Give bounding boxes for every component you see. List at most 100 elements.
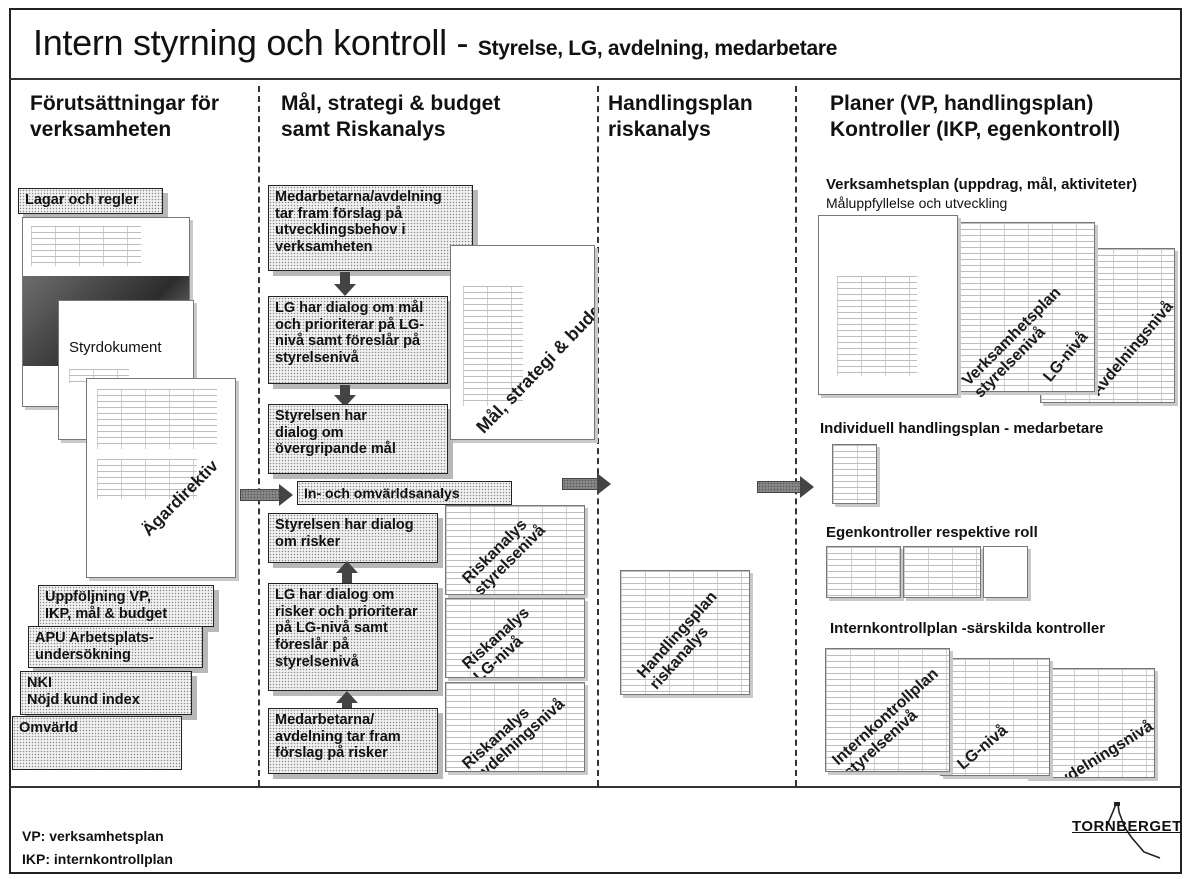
label-line: Internkontrollplan bbox=[829, 665, 942, 769]
egenkontroll-thumbnail-3 bbox=[983, 546, 1028, 598]
down-arrow-shaft bbox=[340, 272, 350, 286]
box-label: APU Arbetsplats- bbox=[35, 630, 154, 646]
agardirektiv-document: Ägardirektiv bbox=[86, 378, 236, 578]
heading-line: riskanalys bbox=[608, 118, 711, 142]
logo-text: TORNBERGET bbox=[1072, 818, 1182, 835]
lagar-och-regler-box: Lagar och regler bbox=[18, 188, 163, 214]
egenkontroller-heading: Egenkontroller respektive roll bbox=[826, 524, 1038, 541]
down-arrow-shaft bbox=[340, 385, 350, 397]
document-text-block bbox=[97, 389, 217, 449]
title-sub: Styrelse, LG, avdelning, medarbetare bbox=[477, 37, 838, 60]
up-arrow-shaft bbox=[342, 572, 352, 584]
box-label: In- och omvärldsanalys bbox=[304, 485, 460, 501]
box-line: LG har dialog om mål bbox=[275, 300, 424, 316]
document-text-block bbox=[31, 226, 141, 266]
slide-frame bbox=[9, 8, 1182, 874]
heading-line: Förutsättningar för bbox=[30, 92, 219, 115]
box-line: på LG-nivå samt bbox=[275, 620, 388, 637]
vp-heading: Verksamhetsplan (uppdrag, mål, aktivitet… bbox=[826, 176, 1137, 193]
box-label: IKP, mål & budget bbox=[45, 605, 168, 622]
ikp-avdelningsniva-label: Avdelningsnivå bbox=[1047, 717, 1155, 778]
box-line: nivå samt föreslår på bbox=[275, 333, 421, 350]
column-divider-3 bbox=[795, 86, 797, 786]
vp-lg-niva-label: LG-nivå bbox=[1040, 328, 1092, 386]
up-arrow-icon bbox=[336, 561, 358, 573]
riskanalys-lg-niva-document: Riskanalys LG-nivå bbox=[445, 598, 585, 678]
right-arrow-icon bbox=[279, 484, 293, 506]
title-divider bbox=[9, 78, 1182, 80]
document-text-block bbox=[837, 276, 917, 376]
box-label: Uppföljning VP, bbox=[45, 589, 152, 605]
vp-lg-niva-document: LG-nivå bbox=[955, 222, 1095, 392]
up-arrow-icon bbox=[336, 691, 358, 703]
mal-strategi-budget-document: Mål, strategi & budget bbox=[450, 245, 595, 440]
box-line: Styrelsen har dialog bbox=[275, 517, 414, 533]
ikp-lg-niva-label: LG-nivå bbox=[954, 721, 1011, 774]
in-och-omvarldsanalys-box: In- och omvärldsanalys bbox=[297, 481, 512, 505]
box-line: Medarbetarna/ bbox=[275, 712, 375, 728]
box-label: NKI bbox=[27, 675, 52, 691]
box-line: utvecklingsbehov i bbox=[275, 222, 406, 239]
vp-subheading: Måluppfyllelse och utveckling bbox=[826, 195, 1008, 211]
egenkontroll-thumbnail-2 bbox=[903, 546, 981, 598]
box-line: om risker bbox=[275, 533, 341, 550]
riskanalys-avdelningsniva-label: Riskanalys avdelningsnivå bbox=[459, 684, 568, 771]
styrdokument-title: Styrdokument bbox=[69, 339, 162, 356]
box-line: förslag på risker bbox=[275, 745, 388, 762]
apu-box: APU Arbetsplats- undersökning bbox=[28, 626, 203, 668]
column-divider-1 bbox=[258, 86, 260, 786]
omvarld-box: Omvärld bbox=[12, 716, 182, 770]
heading-line: Handlingsplan bbox=[608, 92, 753, 115]
column-heading-forutsattningar: Förutsättningar för verksamheten bbox=[30, 91, 219, 144]
document-text-block bbox=[463, 286, 523, 406]
box-line: LG har dialog om bbox=[275, 587, 395, 603]
styrelsen-dialog-mal-box: Styrelsen har dialog om övergripande mål bbox=[268, 404, 448, 474]
heading-line: samt Riskanalys bbox=[281, 118, 446, 142]
riskanalys-lg-niva-label: Riskanalys LG-nivå bbox=[459, 604, 545, 677]
box-line: föreslår på bbox=[275, 637, 350, 654]
individuell-handlingsplan-thumbnail bbox=[832, 444, 877, 504]
medarbetare-utveckling-box: Medarbetarna/avdelning tar fram förslag … bbox=[268, 185, 473, 271]
box-line: risker och prioriterar bbox=[275, 603, 418, 620]
ikp-styrelseniva-document: Internkontrollplan styrelsenivå bbox=[825, 648, 950, 772]
riskanalys-styrelseniva-label: Riskanalys styrelsenivå bbox=[459, 511, 549, 594]
label-line: styrelsenivå bbox=[840, 706, 921, 772]
right-arrow-icon bbox=[597, 473, 611, 495]
egenkontroll-thumbnail-1 bbox=[826, 546, 901, 598]
nki-box: NKI Nöjd kund index bbox=[20, 671, 192, 715]
box-line: verksamheten bbox=[275, 239, 373, 256]
box-line: tar fram förslag på bbox=[275, 205, 403, 222]
ikp-styrelseniva-label: Internkontrollplan styrelsenivå bbox=[829, 665, 949, 772]
page-title: Intern styrning och kontroll - Styrelse,… bbox=[33, 22, 837, 64]
vp-avdelningsniva-label: Avdelningsnivå bbox=[1088, 298, 1175, 400]
column-heading-mal-strategi: Mål, strategi & budget samt Riskanalys bbox=[281, 91, 500, 144]
uppfoljning-box: Uppföljning VP, IKP, mål & budget bbox=[38, 585, 214, 627]
vp-styrelseniva-document bbox=[818, 215, 958, 395]
handlingsplan-riskanalys-document: Handlingsplan riskanalys bbox=[620, 570, 750, 695]
logo-mark bbox=[1105, 802, 1161, 859]
arrow-shaft bbox=[757, 481, 801, 493]
heading-line: Mål, strategi & budget bbox=[281, 92, 501, 115]
box-line: avdelning tar fram bbox=[275, 728, 401, 745]
footer-vp-abbrev: VP: verksamhetsplan bbox=[22, 828, 164, 844]
box-line: styrelsenivå bbox=[275, 653, 359, 670]
medarbetare-risker-box: Medarbetarna/ avdelning tar fram förslag… bbox=[268, 708, 438, 774]
ikp-lg-niva-document: LG-nivå bbox=[940, 658, 1050, 776]
down-arrow-icon bbox=[334, 284, 356, 296]
box-label: Nöjd kund index bbox=[27, 691, 140, 708]
heading-line: verksamheten bbox=[30, 118, 172, 142]
box-line: styrelsenivå bbox=[275, 350, 359, 367]
styrelsen-dialog-risker-box: Styrelsen har dialog om risker bbox=[268, 513, 438, 563]
riskanalys-avdelningsniva-document: Riskanalys avdelningsnivå bbox=[445, 682, 585, 772]
lg-dialog-risker-box: LG har dialog om risker och prioriterar … bbox=[268, 583, 438, 691]
column-divider-2 bbox=[597, 86, 599, 786]
footer-ikp-abbrev: IKP: internkontrollplan bbox=[22, 851, 173, 867]
arrow-shaft bbox=[562, 478, 598, 490]
column-heading-planer: Planer (VP, handlingsplan) Kontroller (I… bbox=[830, 91, 1120, 144]
box-label: Omvärld bbox=[19, 720, 78, 736]
heading-line: Planer (VP, handlingsplan) bbox=[830, 92, 1094, 115]
heading-line: Kontroller (IKP, egenkontroll) bbox=[830, 118, 1121, 142]
handlingsplan-riskanalys-label: Handlingsplan riskanalys bbox=[634, 588, 734, 693]
internkontrollplan-heading: Internkontrollplan -särskilda kontroller bbox=[830, 620, 1106, 637]
tornberget-logo: TORNBERGET bbox=[1072, 800, 1181, 860]
